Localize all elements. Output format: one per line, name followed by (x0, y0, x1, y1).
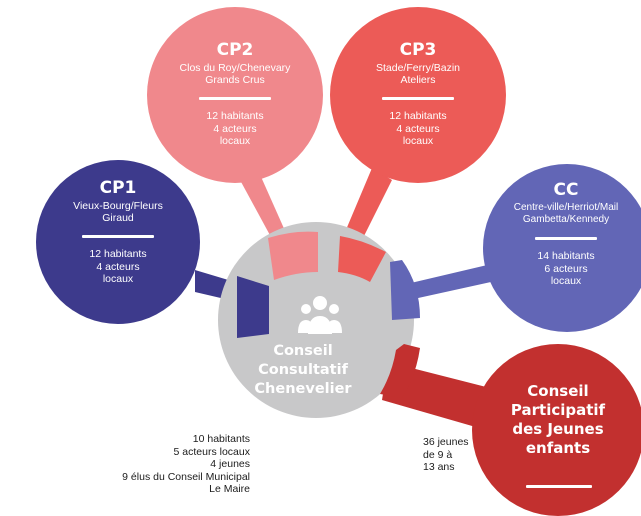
cp3-subtitle: Stade/Ferry/Bazin Ateliers (376, 62, 460, 86)
bubble-cp1-content: CP1 Vieux-Bourg/Fleurs Giraud 12 habitan… (30, 178, 206, 286)
cc-stats: 14 habitants 6 acteurs locaux (537, 250, 594, 288)
cp1-stat-line: 12 habitants (89, 248, 147, 260)
cp2-stats: 12 habitants 4 acteurs locaux (206, 110, 263, 148)
center-title-line: Consultatif (258, 362, 348, 378)
cp1-stat-line: locaux (102, 273, 134, 285)
segment-cpje (380, 344, 420, 398)
cp3-separator (382, 97, 454, 100)
cc-stat-line: 6 acteurs (544, 262, 588, 275)
members-list: 10 habitants 5 acteurs locaux 4 jeunes 9… (60, 433, 250, 496)
cpje-title-line: Conseil (527, 382, 589, 400)
cpje-title-line: des Jeunes (512, 420, 604, 438)
bubble-cc (483, 164, 641, 332)
members-line: 5 acteurs locaux (173, 445, 250, 458)
cp3-subtitle-line: Ateliers (400, 74, 436, 86)
cp3-stat-line: 4 acteurs (396, 122, 440, 135)
cp3-subtitle-line: Stade/Ferry/Bazin (375, 62, 461, 74)
segment-cp2 (268, 231, 318, 280)
center-title-line: Conseil (273, 343, 333, 359)
center-title: Conseil Consultatif Chenevelier (228, 342, 378, 399)
cc-stat-line: locaux (550, 275, 582, 287)
cc-subtitle-line: Centre-ville/Herriot/Mail (513, 202, 619, 213)
cp3-stat-line: locaux (402, 135, 434, 147)
cpje-stat-line: 13 ans (423, 461, 455, 473)
cpje-stat-line: 36 jeunes (423, 436, 469, 448)
cpje-separator (526, 485, 592, 488)
cc-title: CC (553, 180, 579, 200)
segment-cp1 (237, 276, 269, 338)
bubble-cp2 (147, 7, 323, 183)
segment-cc (390, 260, 420, 320)
cp3-stats: 12 habitants 4 acteurs locaux (389, 110, 446, 148)
people-group-icon (298, 296, 342, 334)
cpje-title: Conseil Participatif des Jeunes enfants (488, 382, 628, 458)
cp2-subtitle: Clos du Roy/Chenevary Grands Crus (180, 62, 291, 86)
members-line: 10 habitants (192, 433, 250, 445)
cc-subtitle-line: Gambetta/Kennedy (522, 214, 610, 225)
bubble-cp3-content: CP3 Stade/Ferry/Bazin Ateliers 12 habita… (330, 40, 506, 148)
bubble-cp2-content: CP2 Clos du Roy/Chenevary Grands Crus 12… (147, 40, 323, 148)
cp1-subtitle: Vieux-Bourg/Fleurs Giraud (73, 200, 163, 224)
segment-cp3 (338, 236, 386, 282)
cpje-title-line: enfants (525, 439, 591, 457)
cp2-subtitle-line: Clos du Roy/Chenevary (179, 62, 291, 74)
bubble-cp3 (330, 7, 506, 183)
cc-stat-line: 14 habitants (537, 250, 595, 262)
members-line: 9 élus du Conseil Municipal (122, 470, 250, 483)
cp2-stat-line: locaux (219, 135, 251, 147)
cp2-subtitle-line: Grands Crus (205, 74, 265, 86)
cp1-subtitle-line: Giraud (102, 212, 134, 224)
members-line: Le Maire (209, 483, 250, 495)
cpje-title-line: Participatif (510, 401, 606, 419)
cc-subtitle: Centre-ville/Herriot/Mail Gambetta/Kenne… (514, 202, 618, 226)
cp2-separator (199, 97, 271, 100)
cc-separator (535, 237, 597, 240)
cp3-title: CP3 (399, 40, 437, 60)
cp3-stat-line: 12 habitants (389, 110, 447, 122)
members-line: 4 jeunes (210, 458, 250, 470)
cp2-stat-line: 12 habitants (206, 110, 264, 122)
center-title-line: Chenevelier (254, 381, 352, 397)
cp1-stat-line: 4 acteurs (96, 260, 140, 273)
cp2-title: CP2 (216, 40, 254, 60)
cpje-stat-line: de 9 à (423, 448, 453, 461)
cp1-title: CP1 (99, 178, 137, 198)
bubble-cp1 (36, 160, 200, 324)
connector-cc (398, 262, 500, 302)
cpje-stat: 36 jeunes de 9 à 13 ans (423, 436, 483, 474)
cp1-stats: 12 habitants 4 acteurs locaux (89, 248, 146, 286)
cp1-subtitle-line: Vieux-Bourg/Fleurs (73, 200, 163, 212)
bubble-cpje (472, 344, 641, 516)
bubble-cc-content: CC Centre-ville/Herriot/Mail Gambetta/Ke… (491, 180, 641, 288)
cp1-separator (82, 235, 154, 238)
cp2-stat-line: 4 acteurs (213, 122, 257, 135)
